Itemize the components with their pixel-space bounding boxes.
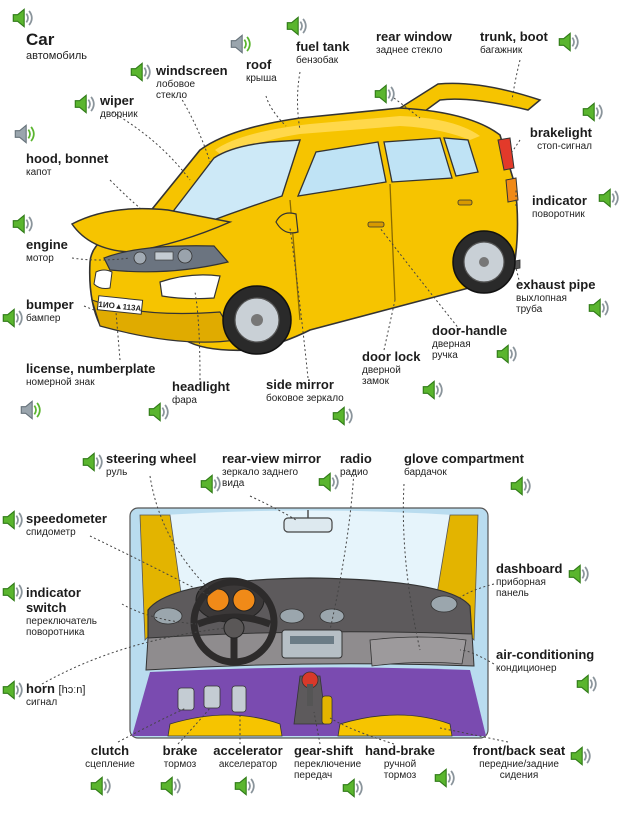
speaker-icon[interactable]: [2, 582, 23, 602]
speaker-icon[interactable]: [2, 510, 23, 530]
speaker-icon[interactable]: [568, 564, 589, 584]
speaker-icon[interactable]: [318, 472, 339, 492]
label-engine: engine мотор: [26, 237, 68, 264]
speaker-icon[interactable]: [286, 16, 307, 36]
speaker-icon[interactable]: [12, 214, 33, 234]
label-roof: roof крыша: [246, 57, 277, 84]
label-license-plate: license, numberplate номерной знак: [26, 361, 156, 388]
speaker-icon[interactable]: [422, 380, 443, 400]
speaker-icon[interactable]: [234, 776, 255, 796]
speaker-icon[interactable]: [2, 680, 23, 700]
interior-leaders: [41, 469, 509, 745]
speaker-icon[interactable]: [558, 32, 579, 52]
speaker-icon[interactable]: [74, 94, 95, 114]
label-accelerator: accelerator акселератор: [213, 743, 283, 770]
speaker-icon[interactable]: [582, 102, 603, 122]
label-fuel-tank: fuel tank бензобак: [296, 39, 350, 66]
car-interior: [129, 507, 489, 739]
label-hood: hood, bonnet капот: [26, 151, 109, 178]
speaker-icon[interactable]: [510, 476, 531, 496]
label-speedometer: speedometer спидометр: [26, 511, 107, 538]
speaker-icon[interactable]: [90, 776, 111, 796]
label-indicator: indicator поворотник: [532, 193, 587, 220]
car-exterior: 1ИО▲113А: [70, 82, 542, 355]
speaker-icon[interactable]: [332, 406, 353, 426]
speaker-icon[interactable]: [82, 452, 103, 472]
label-headlight: headlight фара: [172, 379, 230, 406]
label-gear-shift: gear-shift переключение передач: [294, 743, 362, 782]
label-rear-window: rear window заднее стекло: [376, 29, 452, 56]
speaker-icon[interactable]: [160, 776, 181, 796]
speaker-icon[interactable]: [230, 34, 251, 54]
label-steering-wheel: steering wheel руль: [106, 451, 197, 478]
label-horn: horn [hɔːn] сигнал: [26, 681, 86, 708]
speaker-icon[interactable]: [598, 188, 619, 208]
label-door-lock: door lock дверной замок: [362, 349, 421, 388]
label-windscreen: windscreen лобовое стекло: [156, 63, 228, 102]
speaker-icon[interactable]: [200, 474, 221, 494]
title: Car автомобиль: [26, 30, 87, 62]
speaker-icon[interactable]: [14, 124, 35, 144]
label-exhaust-pipe: exhaust pipe выхлопная труба: [516, 277, 596, 316]
label-brake: brake тормоз: [162, 743, 198, 770]
label-indicator-switch: indicator switch переключатель поворотни…: [26, 585, 97, 639]
label-rear-view-mirror: rear-view mirror зеркало заднего вида: [222, 451, 321, 490]
label-wiper: wiper дворник: [100, 93, 138, 120]
speaker-icon[interactable]: [570, 746, 591, 766]
speaker-icon[interactable]: [2, 308, 23, 328]
label-hand-brake: hand-brake ручной тормоз: [364, 743, 436, 782]
speaker-icon[interactable]: [374, 84, 395, 104]
label-glove-compartment: glove compartment бардачок: [404, 451, 524, 478]
label-seat: front/back seat передние/задние сидения: [472, 743, 566, 782]
label-side-mirror: side mirror боковое зеркало: [266, 377, 344, 404]
speaker-icon[interactable]: [434, 768, 455, 788]
label-radio: radio радио: [340, 451, 372, 478]
label-air-conditioning: air-conditioning кондиционер: [496, 647, 595, 674]
license-plate-text: 1ИО▲113А: [98, 300, 142, 313]
label-dashboard: dashboard приборная панель: [496, 561, 563, 600]
exterior-leaders: [71, 59, 521, 381]
speaker-icon[interactable]: [576, 674, 597, 694]
title-ru: автомобиль: [26, 49, 88, 62]
horn-transcription: [hɔːn]: [58, 684, 86, 696]
label-brakelight: brakelight стоп-сигнал: [529, 125, 592, 152]
speaker-icon[interactable]: [20, 400, 41, 420]
label-trunk: trunk, boot багажник: [480, 29, 548, 56]
speaker-icon[interactable]: [130, 62, 151, 82]
label-clutch: clutch сцепление: [85, 743, 135, 770]
label-door-handle: door-handle дверная ручка: [432, 323, 508, 362]
label-bumper: bumper бампер: [26, 297, 74, 324]
speaker-icon[interactable]: [148, 402, 169, 422]
speaker-icon[interactable]: [12, 8, 33, 28]
title-en: Car: [26, 30, 55, 49]
